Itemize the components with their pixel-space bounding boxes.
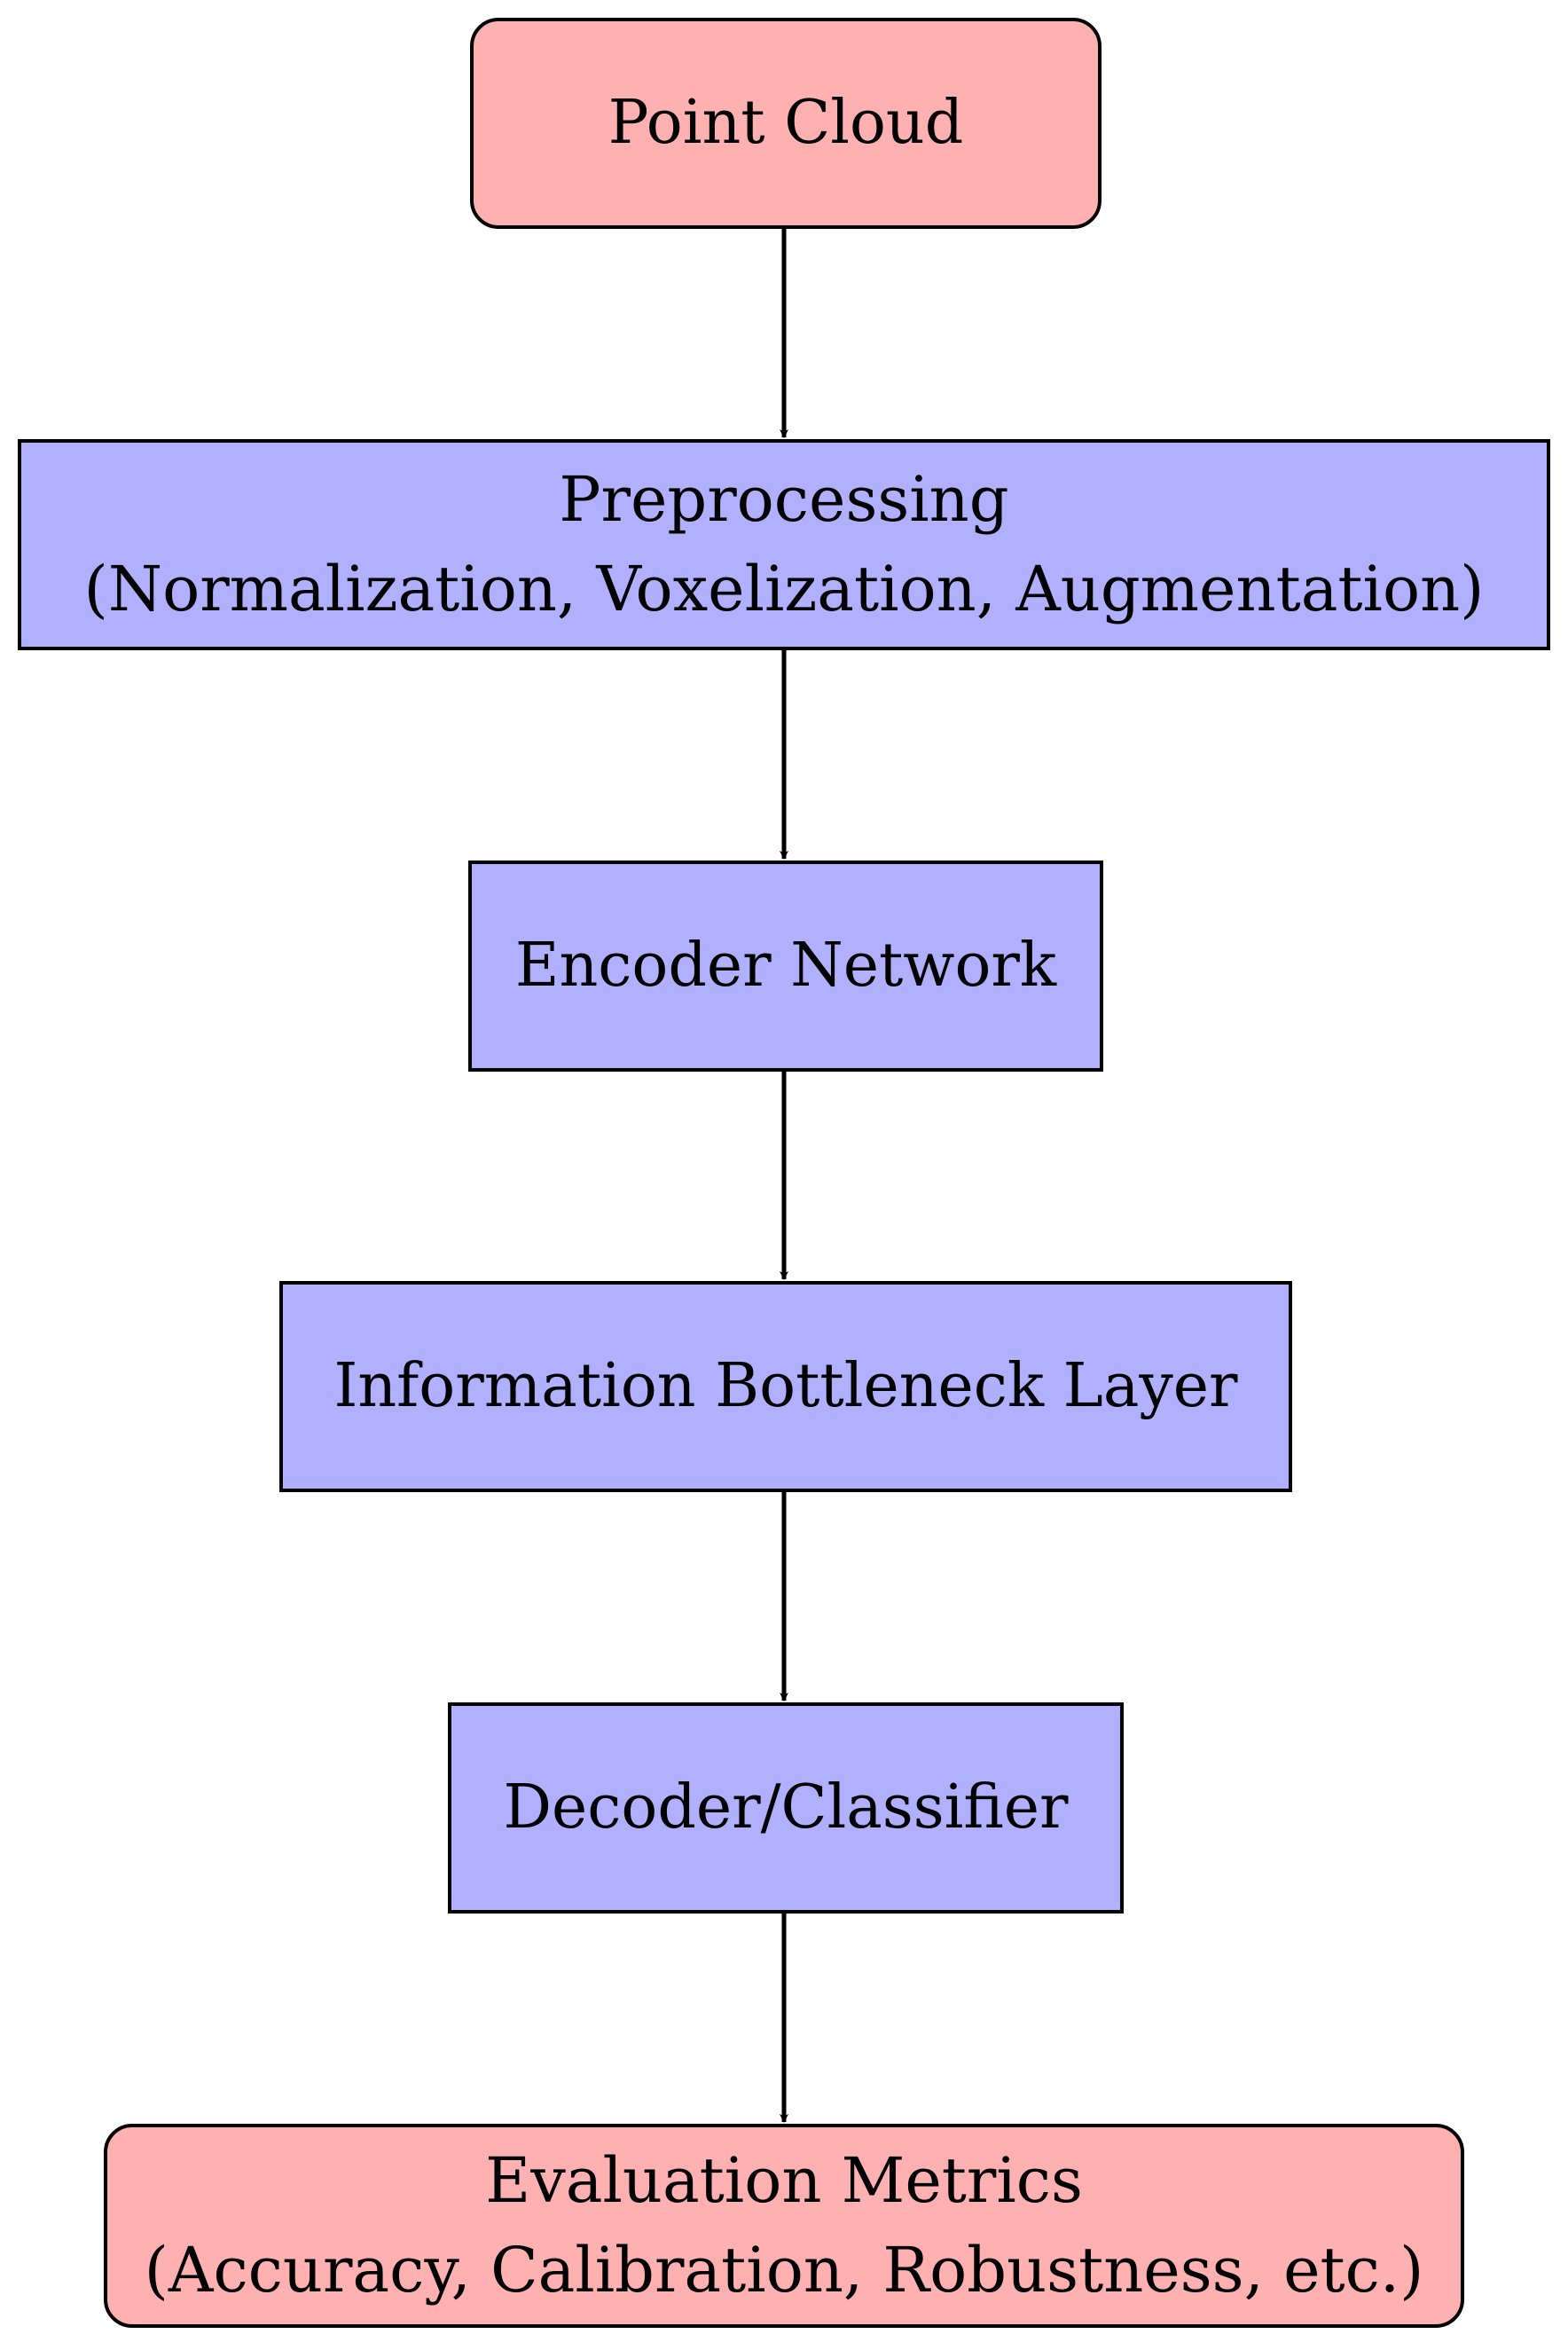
point-cloud-node: Point Cloud: [470, 18, 1102, 229]
node-label: Point Cloud: [608, 87, 964, 158]
node-label: Encoder Network: [514, 930, 1057, 1001]
node-label: Information Bottleneck Layer: [333, 1350, 1238, 1421]
node-label: Evaluation Metrics: [485, 2143, 1083, 2217]
node-label: Preprocessing: [559, 462, 1009, 536]
node-sublabel: (Normalization, Voxelization, Augmentati…: [83, 553, 1485, 625]
preprocessing-node: Preprocessing (Normalization, Voxelizati…: [18, 439, 1550, 650]
evaluation-metrics-node: Evaluation Metrics (Accuracy, Calibratio…: [104, 2124, 1464, 2328]
node-label: Decoder/Classifier: [503, 1772, 1069, 1843]
decoder-classifier-node: Decoder/Classifier: [448, 1702, 1124, 1914]
information-bottleneck-node: Information Bottleneck Layer: [279, 1281, 1292, 1492]
node-sublabel: (Accuracy, Calibration, Robustness, etc.…: [144, 2234, 1424, 2307]
encoder-network-node: Encoder Network: [468, 861, 1103, 1072]
